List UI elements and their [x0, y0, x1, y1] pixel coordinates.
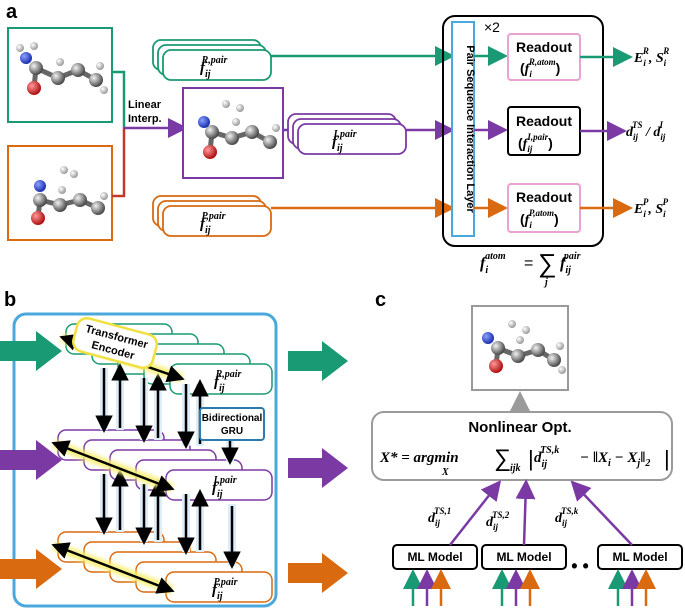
model-input-arrows [403, 569, 656, 606]
ml-model-label-3: ML Model [612, 550, 667, 564]
model-3-to-opt-arrow [570, 480, 633, 546]
product-to-interp-line [112, 128, 126, 198]
output-ts: dijTS / dijI [626, 120, 666, 142]
svg-text:Readout: Readout [516, 189, 572, 205]
reactant-to-interp-line [112, 70, 126, 128]
big-arrow-ts-in [0, 440, 62, 480]
svg-text:∑: ∑ [494, 445, 511, 472]
svg-text:Readout: Readout [516, 39, 572, 55]
atom-feature-sum-equation: fiatom = ∑ j fijpair [480, 248, 581, 288]
distance-label-2: dijTS,2 [486, 510, 510, 532]
svg-text:GRU: GRU [221, 426, 243, 437]
panel-label-c: c [375, 289, 386, 311]
svg-text:=: = [524, 255, 533, 272]
ts-feature-stack: fijI,pair [287, 113, 407, 155]
big-arrow-product-in [0, 549, 62, 589]
output-reactant: EiR, SiR [633, 46, 669, 68]
svg-text:Bidirectional: Bidirectional [202, 413, 263, 424]
big-arrow-reactant-out [288, 341, 348, 381]
svg-text:fijP,pair: fijP,pair [212, 577, 238, 602]
interaction-layer-label: Pair Sequence Interaction Layer [464, 45, 476, 213]
svg-text:fiatom: fiatom [480, 251, 506, 276]
ml-model-label-1: ML Model [407, 550, 462, 564]
readout-ts: Readout (fijI,pair) [507, 106, 581, 156]
ml-model-ellipsis: • • [571, 556, 589, 576]
repeat-label: ×2 [484, 19, 500, 35]
svg-text:∑: ∑ [538, 248, 557, 278]
linear-interp-label-line1: Linear [128, 99, 162, 111]
product-molecule-image [31, 166, 108, 225]
predicted-ts-molecule-image [482, 320, 566, 374]
svg-text:X: X [441, 467, 449, 478]
svg-text:fijI,pair: fijI,pair [212, 475, 237, 500]
panel-b: fijR,pair fijI,pair fijP,pair [0, 312, 348, 608]
big-arrow-reactant-in [0, 331, 62, 371]
svg-text:ijk: ijk [510, 463, 521, 474]
panel-label-b: b [4, 289, 16, 311]
reactant-feature-stack: fijR,pair [152, 39, 272, 81]
reactant-molecule-image [16, 42, 108, 95]
model-1-to-opt-arrow [449, 480, 502, 546]
big-arrow-ts-out [288, 448, 348, 488]
nonlinear-opt-title: Nonlinear Opt. [468, 419, 571, 436]
bidirectional-gru-label: Bidirectional GRU [199, 407, 265, 441]
svg-text:|: | [664, 446, 670, 471]
distance-label-1: dijTS,1 [428, 506, 451, 528]
svg-text:fijR,pair: fijR,pair [200, 55, 228, 80]
panel-c: Nonlinear Opt. X* = argmin X ∑ ijk | dij… [371, 305, 683, 606]
distance-label-k: dijTS,k [555, 506, 579, 528]
svg-text:fijR,pair: fijR,pair [214, 369, 242, 394]
svg-text:− ‖Xi − Xj‖2: − ‖Xi − Xj‖2 [580, 450, 650, 469]
model-2-to-opt-arrow [515, 479, 536, 546]
linear-interp-label-line2: Interp. [128, 113, 162, 125]
panel-a: Linear Interp. fijR,pair [7, 15, 669, 288]
svg-text:|: | [528, 446, 534, 471]
panel-label-a: a [6, 1, 18, 23]
big-arrow-product-out [288, 553, 348, 593]
ts-molecule-image [198, 100, 280, 159]
readout-product: Readout (fiP,atom) [507, 183, 581, 233]
predicted-ts-box [471, 305, 569, 391]
svg-text:Readout: Readout [516, 113, 572, 129]
ml-model-label-2: ML Model [496, 550, 551, 564]
svg-text:fijpair: fijpair [560, 251, 581, 276]
svg-text:fijI,pair: fijI,pair [332, 129, 357, 154]
svg-text:fijP,pair: fijP,pair [200, 211, 226, 236]
product-feature-stack: fijP,pair [152, 195, 272, 237]
readout-reactant: Readout (fiR,atom) [507, 33, 581, 81]
svg-text:X* = argmin: X* = argmin [379, 450, 459, 466]
svg-text:j: j [543, 277, 548, 288]
output-product: EiP, SiP [633, 197, 669, 219]
